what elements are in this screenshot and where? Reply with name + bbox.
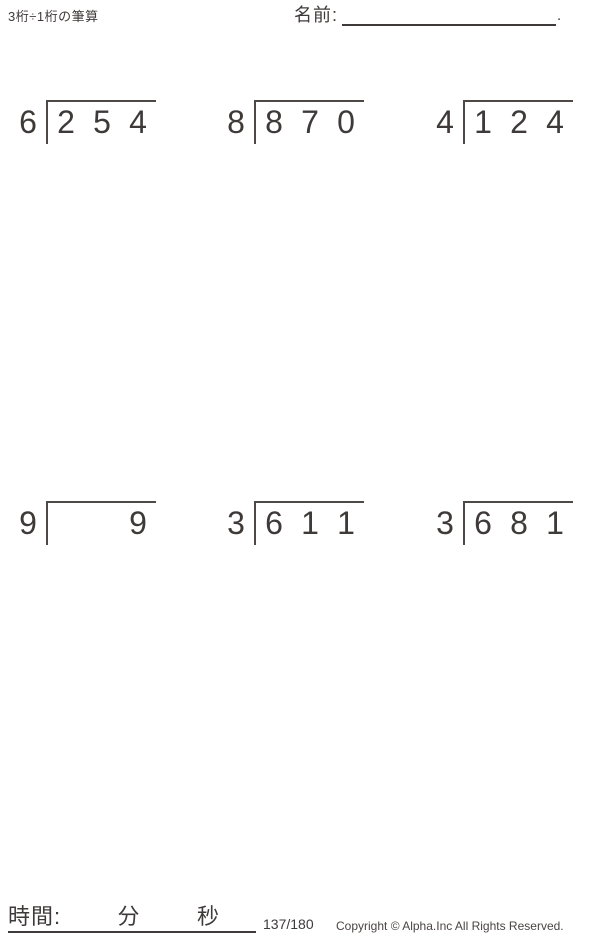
- division-bracket: 8 7 0: [254, 100, 364, 144]
- divisor: 4: [436, 104, 454, 140]
- dividend-digit: 7: [301, 104, 319, 140]
- divisor: 6: [19, 104, 37, 140]
- dividend-digit: 4: [129, 104, 147, 140]
- dividend-digit: 8: [265, 104, 283, 140]
- name-label: 名前:: [294, 5, 339, 25]
- minutes-label: 分: [117, 904, 141, 929]
- dividend-digit: 9: [129, 505, 147, 541]
- copyright-notice: Copyright © Alpha.Inc All Rights Reserve…: [336, 919, 564, 933]
- dividend-digit: 6: [265, 505, 283, 541]
- division-problem-4: 9 9: [10, 501, 156, 545]
- dividend-digit: 1: [337, 505, 355, 541]
- page-number: 137/180: [263, 916, 314, 932]
- dividend-digit: 1: [546, 505, 564, 541]
- divisor: 9: [19, 505, 37, 541]
- divisor: 3: [436, 505, 454, 541]
- division-bracket: 2 5 4: [46, 100, 156, 144]
- division-bracket: 1 2 4: [463, 100, 573, 144]
- dividend-digit: 8: [510, 505, 528, 541]
- division-bracket: 9: [46, 501, 156, 545]
- dividend-digit: 2: [57, 104, 75, 140]
- time-field: 時間: 分 秒: [8, 904, 256, 933]
- dividend-digit: 6: [474, 505, 492, 541]
- dividend-digit: 0: [337, 104, 355, 140]
- division-bracket: 6 1 1: [254, 501, 364, 545]
- divisor: 8: [227, 104, 245, 140]
- division-problem-2: 8 8 7 0: [218, 100, 364, 144]
- worksheet-title: 3桁÷1桁の筆算: [8, 9, 99, 24]
- division-problem-6: 3 6 8 1: [427, 501, 573, 545]
- division-problem-1: 6 2 5 4: [10, 100, 156, 144]
- division-bracket: 6 8 1: [463, 501, 573, 545]
- dividend-digit: 4: [546, 104, 564, 140]
- seconds-label: 秒: [196, 904, 220, 929]
- dividend-digit: [84, 507, 120, 545]
- dividend-digit: 1: [474, 104, 492, 140]
- dividend-digit: [48, 507, 84, 545]
- name-line-period: .: [557, 7, 562, 24]
- time-label: 時間:: [8, 904, 62, 929]
- divisor: 3: [227, 505, 245, 541]
- name-input-line: [342, 4, 557, 26]
- dividend-digit: 1: [301, 505, 319, 541]
- division-problem-5: 3 6 1 1: [218, 501, 364, 545]
- name-field: 名前: .: [294, 4, 561, 26]
- dividend-digit: 5: [93, 104, 111, 140]
- dividend-digit: 2: [510, 104, 528, 140]
- division-problem-3: 4 1 2 4: [427, 100, 573, 144]
